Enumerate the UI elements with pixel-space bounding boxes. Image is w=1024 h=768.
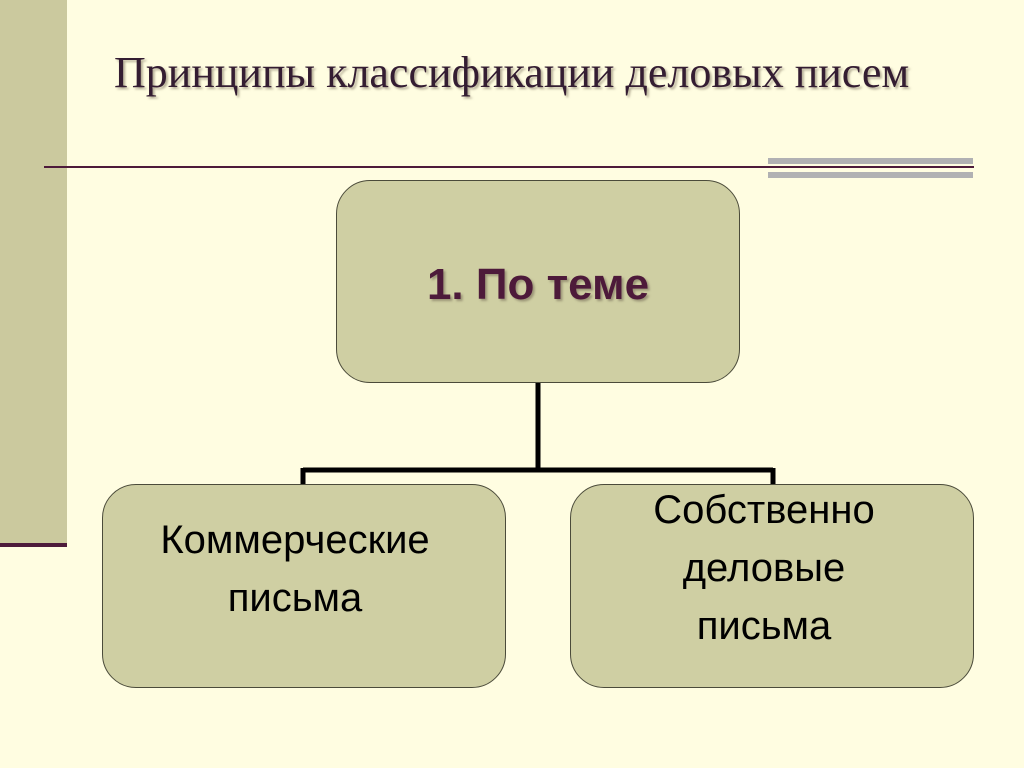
diagram-node-business-letters: Собственно деловые письма (570, 484, 974, 688)
node-root-label: 1. По теме (426, 259, 650, 309)
diagram-node-commercial-letters: Коммерческие письма (102, 484, 506, 688)
diagram-node-root: 1. По теме (336, 180, 740, 383)
node-business-letters-label: Собственно деловые письма (653, 488, 875, 648)
title-accent-bar-bottom (768, 172, 973, 178)
node-commercial-letters-label: Коммерческие письма (160, 518, 430, 620)
slide-title: Принципы классификации деловых писем (114, 48, 910, 97)
title-accent-bar-top (768, 158, 973, 164)
title-divider (44, 166, 974, 168)
side-decor-bar (0, 0, 67, 543)
side-decor-underline (0, 543, 67, 547)
